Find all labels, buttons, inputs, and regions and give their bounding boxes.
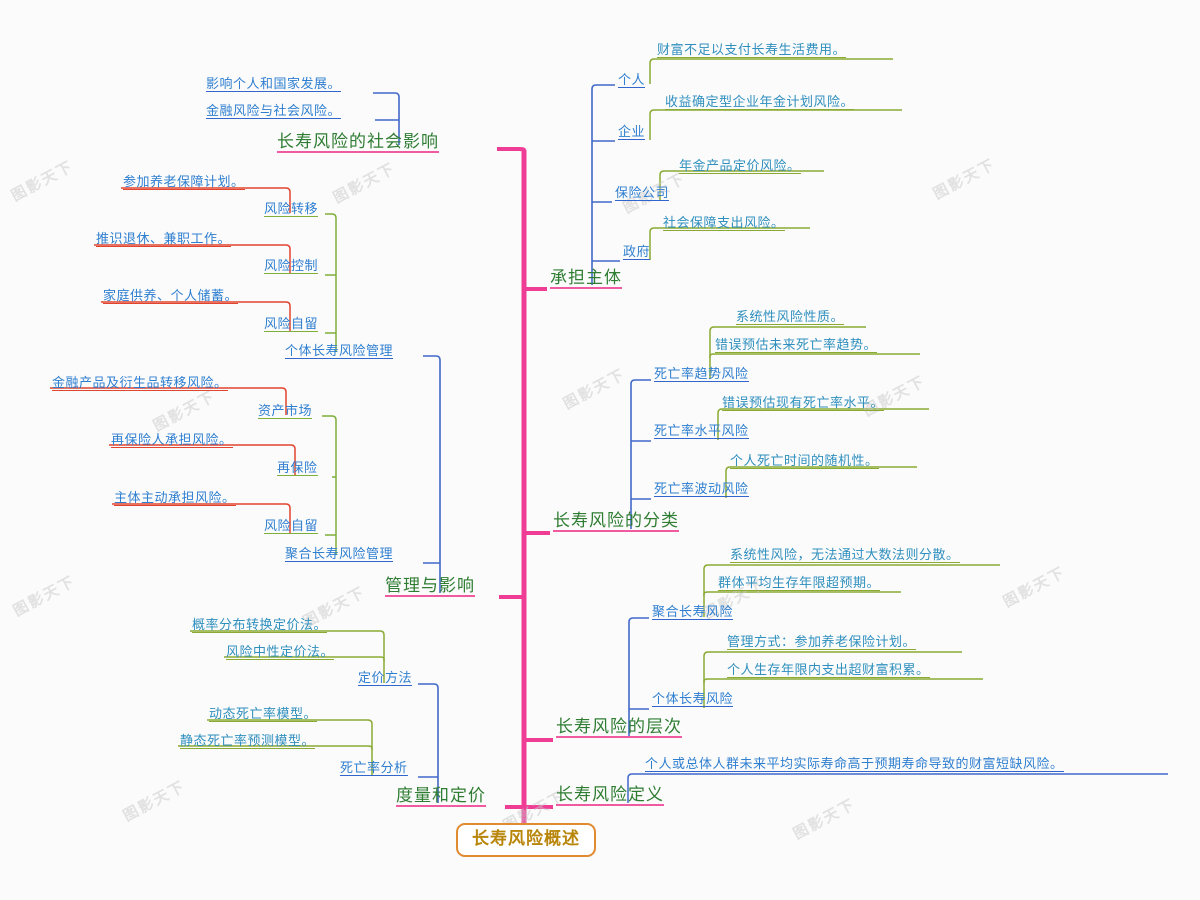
watermark: 图影天下: [789, 795, 859, 843]
sub-node[interactable]: 资产市场: [258, 404, 313, 419]
sub-node[interactable]: 企业: [618, 125, 646, 140]
leaf-node[interactable]: 社会保障支出风险。: [663, 216, 785, 231]
sub-node[interactable]: 政府: [623, 245, 651, 260]
leaf-node[interactable]: 个人或总体人群未来平均实际寿命高于预期寿命导致的财富短缺风险。: [645, 757, 1064, 772]
leaf-node[interactable]: 年金产品定价风险。: [679, 159, 801, 174]
sub-node[interactable]: 个体长寿风险: [652, 692, 734, 707]
watermark: 图影天下: [149, 387, 219, 435]
leaf-node[interactable]: 系统性风险，无法通过大数法则分散。: [730, 548, 960, 563]
leaf-node[interactable]: 群体平均生存年限超预期。: [718, 576, 881, 591]
watermark: 图影天下: [329, 159, 399, 207]
leaf-node[interactable]: 静态死亡率预测模型。: [180, 734, 316, 749]
leaf-node[interactable]: 动态死亡率模型。: [209, 707, 318, 722]
branch-node-risk-levels[interactable]: 长寿风险的层次: [556, 717, 682, 738]
watermark: 图影天下: [7, 157, 77, 205]
sub-node[interactable]: 聚合长寿风险: [652, 605, 734, 620]
leaf-node[interactable]: 错误预估未来死亡率趋势。: [715, 338, 878, 353]
sub-node[interactable]: 保险公司: [615, 186, 670, 201]
leaf-node[interactable]: 系统性风险性质。: [736, 310, 845, 325]
leaf-node[interactable]: 概率分布转换定价法。: [192, 618, 328, 633]
branch-node-social-impact[interactable]: 长寿风险的社会影响: [277, 132, 439, 153]
sub-node[interactable]: 死亡率波动风险: [654, 482, 749, 497]
leaf-node[interactable]: 错误预估现有死亡率水平。: [722, 396, 885, 411]
sub-node[interactable]: 死亡率水平风险: [654, 424, 749, 439]
branch-node-management-impact[interactable]: 管理与影响: [385, 576, 475, 597]
branch-node-risk-classification[interactable]: 长寿风险的分类: [553, 511, 679, 532]
sub-node[interactable]: 个体长寿风险管理: [285, 344, 394, 359]
sub-node[interactable]: 死亡率分析: [340, 761, 408, 776]
watermark: 图影天下: [119, 777, 189, 825]
leaf-node[interactable]: 推识退休、兼职工作。: [96, 232, 232, 247]
leaf-node[interactable]: 再保险人承担风险。: [111, 433, 233, 448]
root-node[interactable]: 长寿风险概述: [456, 823, 596, 857]
leaf-node[interactable]: 管理方式：参加养老保险计划。: [727, 635, 917, 650]
sub-node[interactable]: 风险自留: [264, 519, 319, 534]
watermark: 图影天下: [559, 365, 629, 413]
watermark: 图影天下: [9, 572, 79, 620]
branch-node-measure-pricing[interactable]: 度量和定价: [396, 786, 486, 807]
sub-node[interactable]: 风险控制: [264, 259, 319, 274]
leaf-node[interactable]: 金融产品及衍生品转移风险。: [52, 376, 228, 391]
sub-node[interactable]: 再保险: [277, 461, 318, 476]
sub-node[interactable]: 个人: [618, 73, 646, 88]
sub-node[interactable]: 风险自留: [264, 317, 319, 332]
leaf-node[interactable]: 参加养老保障计划。: [123, 175, 245, 190]
leaf-node[interactable]: 主体主动承担风险。: [114, 491, 236, 506]
leaf-node[interactable]: 个人生存年限内支出超财富积累。: [727, 663, 930, 678]
leaf-node[interactable]: 财富不足以支付长寿生活费用。: [657, 43, 847, 58]
leaf-node[interactable]: 个人死亡时间的随机性。: [730, 454, 879, 469]
watermark: 图影天下: [929, 155, 999, 203]
branch-node-risk-definition[interactable]: 长寿风险定义: [556, 785, 664, 806]
watermark: 图影天下: [999, 563, 1069, 611]
branch-node-bearing-subject[interactable]: 承担主体: [550, 268, 622, 289]
leaf-node[interactable]: 影响个人和国家发展。: [206, 77, 342, 92]
sub-node[interactable]: 风险转移: [264, 202, 319, 217]
leaf-node[interactable]: 风险中性定价法。: [226, 645, 335, 660]
sub-node[interactable]: 定价方法: [358, 671, 413, 686]
leaf-node[interactable]: 收益确定型企业年金计划风险。: [665, 95, 855, 110]
sub-node[interactable]: 聚合长寿风险管理: [285, 547, 394, 562]
leaf-node[interactable]: 家庭供养、个人储蓄。: [103, 289, 239, 304]
leaf-node[interactable]: 金融风险与社会风险。: [206, 104, 342, 119]
sub-node[interactable]: 死亡率趋势风险: [654, 367, 749, 382]
